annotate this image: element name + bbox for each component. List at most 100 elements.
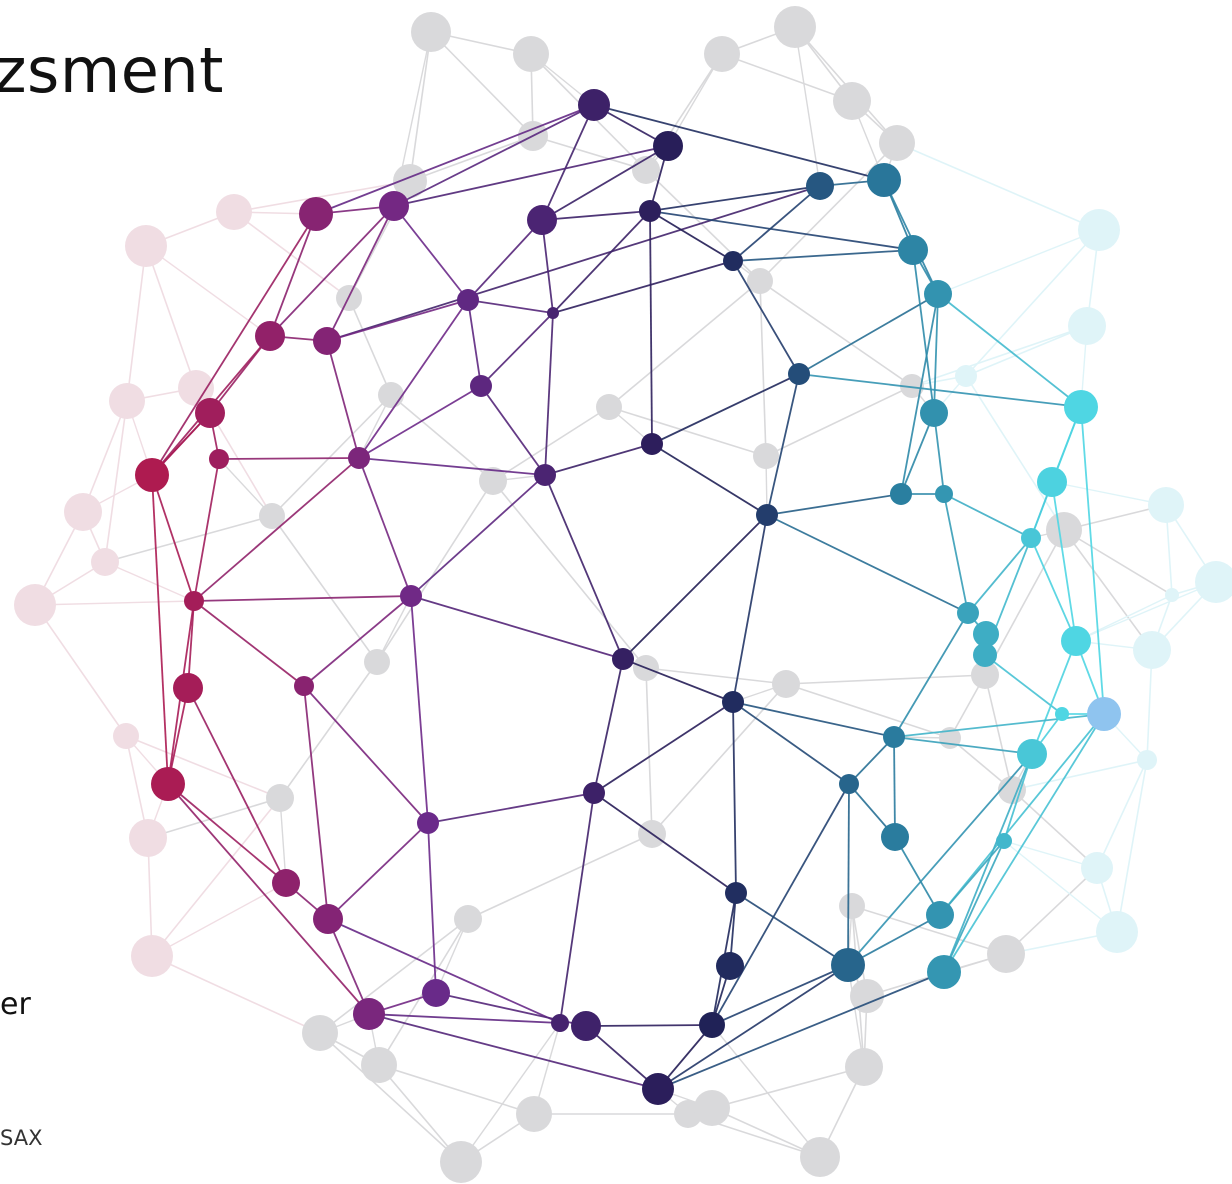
background-edge: [711, 1024, 821, 1158]
network-node: [457, 289, 479, 311]
background-edge: [82, 400, 128, 513]
network-edge: [193, 600, 305, 687]
network-node: [1087, 697, 1121, 731]
network-node: [1061, 626, 1091, 656]
network-edge: [467, 299, 482, 387]
background-edge: [794, 26, 821, 187]
network-node: [806, 172, 834, 200]
network-node: [642, 1073, 674, 1105]
network-edge: [552, 210, 651, 314]
network-node: [348, 447, 370, 469]
network-node: [151, 767, 185, 801]
network-edge: [732, 701, 895, 738]
network-edge: [893, 713, 1105, 738]
background-edge: [271, 394, 392, 517]
background-node: [454, 905, 482, 933]
network-edge: [193, 457, 360, 602]
background-edge: [376, 480, 494, 663]
background-edge: [126, 245, 147, 402]
background-edge: [233, 211, 350, 299]
network-node: [313, 904, 343, 934]
background-edge: [319, 918, 469, 1034]
background-edge: [104, 515, 273, 563]
background-edge: [896, 142, 1100, 231]
background-edge: [34, 600, 195, 606]
network-node: [881, 823, 909, 851]
background-node: [955, 365, 977, 387]
network-edge: [187, 687, 287, 884]
background-edge: [378, 1064, 535, 1115]
network-edge: [711, 964, 849, 1026]
background-node: [833, 82, 871, 120]
background-edge: [1003, 840, 1118, 933]
network-edge: [649, 210, 653, 445]
network-edge: [967, 537, 1032, 614]
background-node: [64, 493, 102, 531]
background-edge: [759, 142, 898, 282]
background-edge: [984, 674, 1013, 791]
network-node: [927, 955, 961, 989]
background-edge: [1096, 759, 1148, 869]
network-node: [1055, 707, 1069, 721]
background-node: [216, 194, 252, 230]
network-edge: [1030, 537, 1077, 642]
network-node: [255, 321, 285, 351]
background-edge: [645, 667, 653, 835]
network-edge: [327, 918, 370, 1015]
background-edge: [765, 385, 913, 457]
network-node: [957, 602, 979, 624]
background-edge: [279, 797, 287, 884]
background-edge: [965, 229, 1100, 377]
network-edge: [847, 753, 1033, 966]
network-node: [1037, 467, 1067, 497]
network-edge: [893, 736, 896, 838]
network-edge: [193, 595, 412, 602]
background-node: [266, 784, 294, 812]
network-node: [839, 774, 859, 794]
background-edge: [430, 31, 534, 137]
background-edge: [151, 955, 321, 1034]
network-edge: [593, 104, 885, 181]
background-edge: [279, 661, 378, 799]
background-node: [479, 467, 507, 495]
background-node: [378, 382, 404, 408]
network-edge: [1003, 753, 1033, 842]
background-edge: [104, 400, 128, 563]
network-edge: [303, 595, 412, 687]
network-edge: [467, 299, 554, 314]
background-node: [850, 979, 884, 1013]
background-edge: [460, 1022, 561, 1163]
network-edge: [984, 654, 1063, 715]
network-edge: [766, 514, 969, 614]
network-edge: [593, 701, 734, 794]
network-edge: [933, 293, 939, 414]
background-node: [774, 6, 816, 48]
background-node: [971, 661, 999, 689]
network-node: [571, 1011, 601, 1041]
background-edge: [145, 245, 197, 389]
background-node: [361, 1047, 397, 1083]
background-node: [113, 723, 139, 749]
background-node: [513, 36, 549, 72]
network-edge: [893, 736, 1033, 755]
background-node: [753, 443, 779, 469]
network-edge: [358, 457, 546, 476]
network-node: [534, 464, 556, 486]
network-edge: [480, 385, 546, 476]
network-edge: [798, 373, 1082, 408]
network-node: [184, 591, 204, 611]
background-edge: [147, 797, 281, 839]
background-node: [1046, 512, 1082, 548]
network-edge: [326, 299, 469, 342]
network-node: [400, 585, 422, 607]
network-edge: [544, 312, 554, 476]
background-edge: [467, 833, 653, 920]
background-edge: [1075, 594, 1173, 642]
foreground-nodes: [135, 89, 1121, 1105]
background-edge: [965, 375, 1065, 531]
network-edge: [269, 205, 395, 337]
network-node: [722, 691, 744, 713]
network-node: [313, 327, 341, 355]
background-edge: [1063, 529, 1173, 596]
